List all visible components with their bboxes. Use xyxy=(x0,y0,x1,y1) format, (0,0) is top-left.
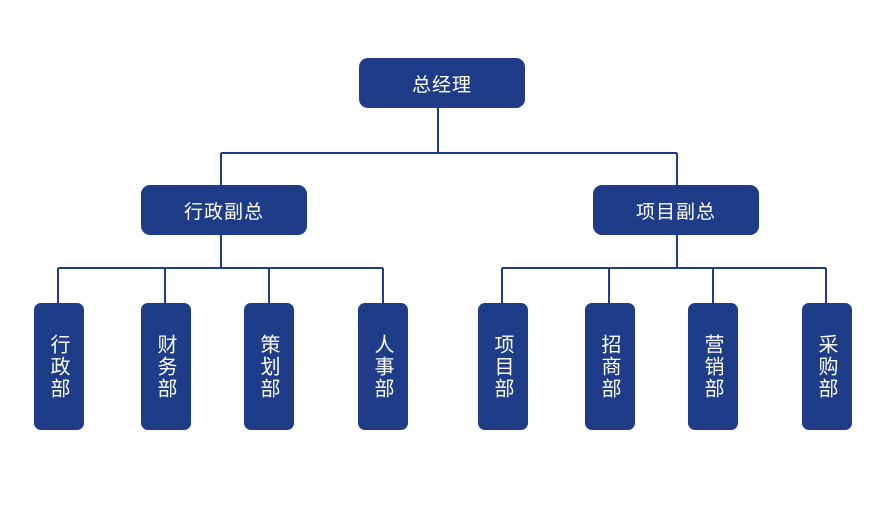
node-dept-hr: 人事部 xyxy=(358,303,408,430)
node-dept-investment: 招商部 xyxy=(585,303,635,430)
node-dept-purchasing: 采购部 xyxy=(802,303,852,430)
node-vp-project: 项目副总 xyxy=(593,185,759,235)
node-dept-marketing: 营销部 xyxy=(688,303,738,430)
node-dept-finance: 财务部 xyxy=(141,303,191,430)
node-vp-admin: 行政副总 xyxy=(141,185,307,235)
node-dept-project: 项目部 xyxy=(478,303,528,430)
node-general-manager: 总经理 xyxy=(359,58,525,108)
node-dept-admin: 行政部 xyxy=(34,303,84,430)
node-dept-planning: 策划部 xyxy=(244,303,294,430)
